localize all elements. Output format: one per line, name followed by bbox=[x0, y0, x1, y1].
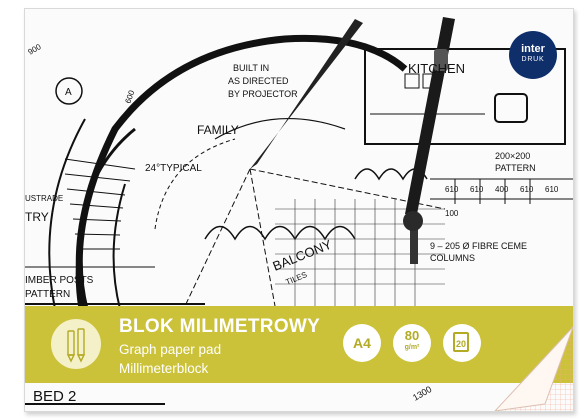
architectural-drawing: KITCHEN BUILT IN AS DIRECTED BY PROJECTO… bbox=[25, 17, 573, 405]
dim-2: 400 bbox=[495, 185, 509, 194]
label-timber-pattern: PATTERN bbox=[25, 289, 70, 300]
dim-1: 610 bbox=[470, 185, 484, 194]
logo-line-1: inter bbox=[521, 43, 545, 55]
sheets-badge: 20 bbox=[443, 324, 481, 362]
graph-paper-pad-cover: KITCHEN BUILT IN AS DIRECTED BY PROJECTO… bbox=[24, 8, 574, 412]
dim-4: 610 bbox=[545, 185, 559, 194]
dim-3: 610 bbox=[520, 185, 534, 194]
logo-line-2: DRUK bbox=[521, 56, 545, 63]
weight-badge: 80 g/m² bbox=[393, 324, 431, 362]
label-kitchen: KITCHEN bbox=[408, 61, 465, 76]
label-circle-a: A bbox=[65, 87, 72, 98]
label-ustrade: USTRADE bbox=[25, 194, 63, 203]
label-dim-600: 600 bbox=[123, 89, 136, 105]
pencils-icon bbox=[51, 319, 101, 369]
label-pattern: PATTERN bbox=[495, 163, 536, 173]
label-tiles: TILES bbox=[284, 270, 308, 287]
label-typical: 24°TYPICAL bbox=[145, 163, 202, 174]
label-dim-1300: 1300 bbox=[411, 384, 433, 403]
label-fibre: 9 – 205 Ø FIBRE CEME bbox=[430, 241, 527, 251]
compass-icon bbox=[250, 17, 455, 264]
label-built-in-2: AS DIRECTED bbox=[228, 76, 289, 86]
label-balcony: BALCONY bbox=[271, 236, 335, 273]
product-subtitle-de: Millimeterblock bbox=[119, 361, 209, 376]
product-title: BLOK MILIMETROWY bbox=[119, 316, 321, 337]
weight-value: 80 bbox=[404, 328, 420, 343]
product-subtitle-en: Graph paper pad bbox=[119, 342, 222, 357]
label-bed: BED 2 bbox=[33, 388, 76, 405]
product-band: BLOK MILIMETROWY Graph paper pad Millime… bbox=[25, 306, 573, 383]
label-pattern-size: 200×200 bbox=[495, 151, 530, 161]
label-built-in-3: BY PROJECTOR bbox=[228, 89, 298, 99]
label-dim-900: 900 bbox=[27, 42, 44, 57]
sheet-count: 20 bbox=[453, 332, 469, 352]
label-built-in-1: BUILT IN bbox=[233, 63, 269, 73]
format-badge: A4 bbox=[343, 324, 381, 362]
dim-100: 100 bbox=[445, 209, 459, 218]
label-try: TRY bbox=[25, 210, 49, 224]
dim-0: 610 bbox=[445, 185, 459, 194]
label-family: FAMILY bbox=[197, 123, 239, 137]
label-columns: COLUMNS bbox=[430, 253, 475, 263]
brand-logo: inter DRUK bbox=[509, 31, 557, 79]
weight-unit: g/m² bbox=[404, 344, 420, 351]
label-timber-posts: IMBER POSTS bbox=[25, 275, 94, 286]
